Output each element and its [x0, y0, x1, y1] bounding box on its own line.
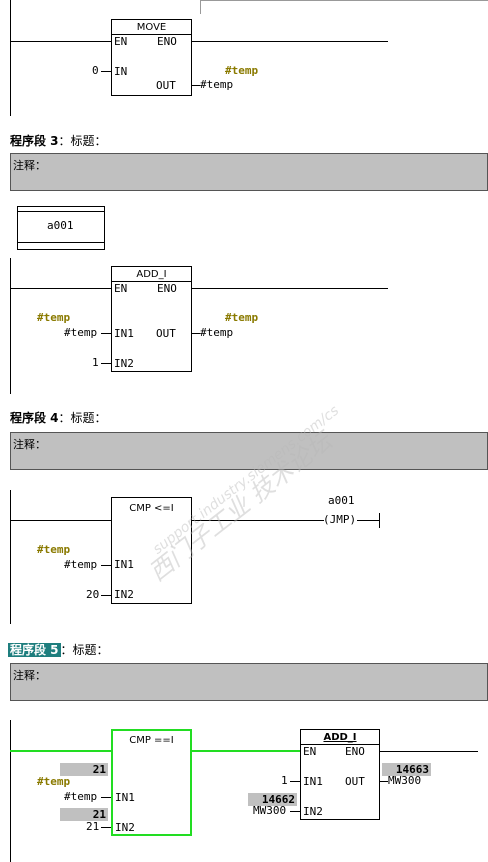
box-title: MOVE [136, 22, 167, 33]
eno-pin: ENO [157, 282, 177, 295]
in2-pin: IN2 [114, 357, 134, 370]
box-title: CMP ==I [129, 735, 174, 746]
label-box[interactable]: a001 [17, 206, 105, 250]
power-flow-line [192, 750, 300, 752]
en-pin: EN [114, 35, 128, 48]
network-title[interactable]: 程序段 3：标题： [10, 134, 107, 148]
power-rail [10, 490, 11, 624]
en-pin: EN [303, 745, 317, 758]
in1-symbol: #temp [37, 311, 71, 324]
in2-pin: IN2 [115, 821, 135, 834]
cmp-le-box[interactable]: CMP <=I IN1 IN2 [111, 497, 192, 604]
comment-field[interactable]: 注释： [10, 663, 488, 701]
status-value: 14662 [248, 793, 297, 806]
out-operand: #temp [200, 78, 234, 91]
rung-line [10, 520, 111, 521]
watermark-url: support.industry.siemens.com/cs [150, 402, 343, 558]
in2-pin: IN2 [303, 805, 323, 818]
in1-symbol: #temp [37, 543, 71, 556]
power-flow-line [10, 750, 111, 752]
out-operand: #temp [200, 326, 234, 339]
power-rail [10, 0, 11, 116]
eno-pin: ENO [345, 745, 365, 758]
move-box[interactable]: MOVE EN ENO IN OUT [111, 19, 192, 96]
cmp-eq-box[interactable]: CMP ==I IN1 IN2 [111, 729, 192, 836]
network-title[interactable]: 程序段 5：标题： [8, 643, 109, 657]
in1-operand: #temp [64, 326, 98, 339]
rung-line [10, 41, 111, 42]
power-rail [10, 720, 11, 862]
in-pin: IN [114, 65, 128, 78]
in2-pin: IN2 [114, 588, 134, 601]
in1-operand: #temp [64, 790, 98, 803]
out-pin: OUT [156, 79, 176, 92]
jmp-label: a001 [328, 494, 355, 507]
comment-field[interactable]: 注释： [10, 432, 488, 470]
comment-field[interactable]: 注释： [10, 153, 488, 191]
out-symbol: #temp [225, 311, 259, 324]
status-value: 21 [60, 808, 108, 821]
in2-value: 21 [86, 820, 100, 833]
box-title: CMP <=I [129, 503, 174, 514]
network-title[interactable]: 程序段 4：标题： [10, 411, 107, 425]
in1-pin: IN1 [114, 558, 134, 571]
in2-value: 20 [86, 588, 100, 601]
in1-pin: IN1 [114, 327, 134, 340]
box-title: ADD_I [323, 732, 357, 743]
in1-symbol: #temp [37, 775, 71, 788]
out-pin: OUT [345, 775, 365, 788]
jump-label: a001 [47, 219, 74, 232]
status-value: 21 [60, 763, 108, 776]
rung-line [10, 288, 111, 289]
add-i-box[interactable]: ADD_I EN ENO IN1 OUT IN2 [300, 729, 380, 820]
eno-pin: ENO [157, 35, 177, 48]
out-pin: OUT [156, 327, 176, 340]
in1-pin: IN1 [303, 775, 323, 788]
in1-operand: #temp [64, 558, 98, 571]
add-out-operand: MW300 [388, 774, 422, 787]
power-rail [10, 258, 11, 394]
add-in2-operand: MW300 [253, 804, 287, 817]
add-i-box[interactable]: ADD_I EN ENO IN1 OUT IN2 [111, 266, 192, 372]
in1-pin: IN1 [115, 791, 135, 804]
box-title: ADD_I [136, 269, 167, 280]
add-in1-value: 1 [281, 774, 288, 787]
en-pin: EN [114, 282, 128, 295]
in2-value: 1 [92, 356, 99, 369]
jmp-coil[interactable]: (JMP) [323, 513, 357, 526]
out-symbol: #temp [225, 64, 259, 77]
in-value: 0 [92, 64, 99, 77]
status-value: 14663 [382, 763, 431, 776]
